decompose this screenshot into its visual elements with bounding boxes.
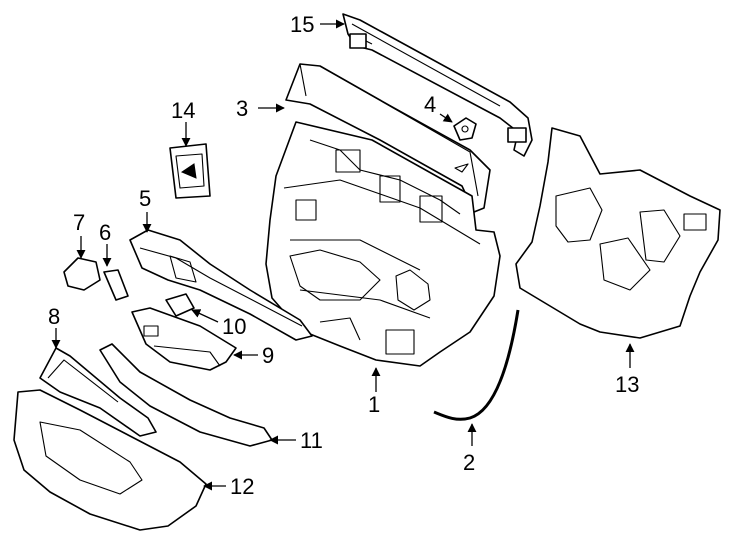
callout-6: 6 [99, 220, 112, 267]
callout-4: 4 [424, 92, 453, 123]
callout-15: 15 [290, 12, 345, 37]
callout-label-6: 6 [99, 220, 111, 245]
window-switch-part [169, 143, 211, 199]
weatherstrip-seal-part [433, 309, 520, 421]
callout-14: 14 [171, 98, 195, 147]
callout-label-14: 14 [171, 98, 195, 123]
callout-label-15: 15 [290, 12, 314, 37]
callout-label-8: 8 [48, 304, 60, 329]
callout-8: 8 [48, 304, 61, 349]
callout-label-3: 3 [236, 96, 248, 121]
armrest-bracket-part [129, 229, 313, 341]
door-trim-panel-part [265, 121, 501, 367]
water-shield-part [515, 127, 721, 339]
callout-label-7: 7 [73, 210, 85, 235]
callout-1: 1 [368, 367, 381, 417]
callout-label-5: 5 [139, 186, 151, 211]
callout-3: 3 [236, 96, 285, 121]
upper-bezel-part [39, 347, 157, 437]
callout-12: 12 [203, 474, 254, 499]
callout-label-13: 13 [615, 372, 639, 397]
callout-label-2: 2 [463, 450, 475, 475]
upper-trim-cap-part [285, 63, 491, 213]
pull-handle-bracket-part [342, 13, 533, 157]
callout-label-12: 12 [230, 474, 254, 499]
callout-11: 11 [269, 428, 323, 453]
callout-13: 13 [615, 343, 639, 397]
switch-button-part [165, 293, 195, 317]
callout-label-4: 4 [424, 92, 436, 117]
callout-2: 2 [463, 423, 477, 475]
switch-bezel-tray-part [131, 307, 237, 371]
callout-label-11: 11 [300, 428, 323, 453]
armrest-pad-part [99, 343, 273, 447]
callout-label-9: 9 [262, 343, 274, 368]
trim-cover-part [63, 257, 101, 291]
callout-label-1: 1 [368, 392, 380, 417]
callout-7: 7 [73, 210, 86, 259]
callout-label-10: 10 [222, 314, 246, 339]
callout-5: 5 [139, 186, 152, 233]
lower-map-pocket-panel-part [13, 389, 207, 531]
callout-10: 10 [191, 309, 246, 339]
clip-part [453, 117, 477, 141]
callout-9: 9 [233, 343, 274, 368]
small-trim-piece-part [103, 269, 129, 301]
